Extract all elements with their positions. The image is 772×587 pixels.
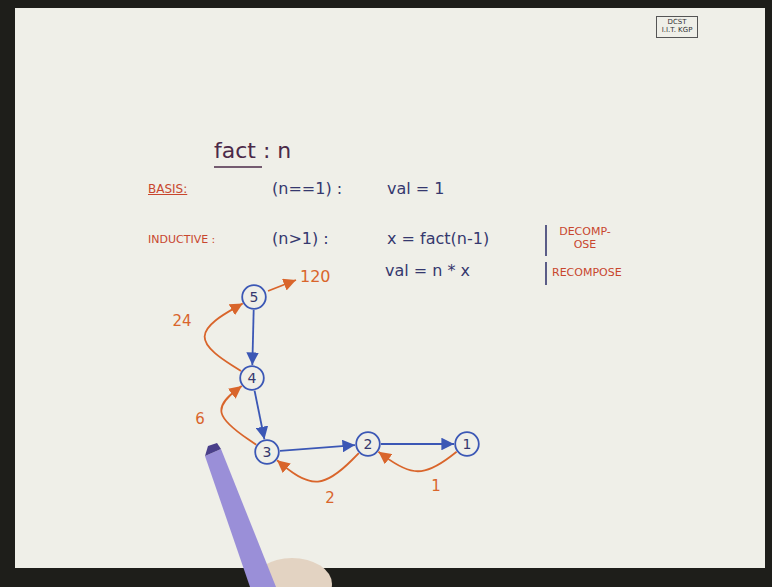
result-value: 120 [300,268,331,286]
step-note: RECOMPOSE [552,267,622,280]
call-arrow [280,445,355,451]
paper-sheet [15,8,765,568]
circle-outline [255,440,279,464]
section-heading: INDUCTIVE : [148,234,215,247]
logo-text: DCST I.I.T. KGP [660,19,694,34]
circle-outline [240,366,264,390]
call-number: 1 [463,436,472,452]
pointer-pen [205,449,276,587]
node-text-group: 2 [364,436,373,452]
title-underline [214,166,262,168]
divider-bar [545,225,547,256]
call-circle: 1 [454,431,480,457]
statement: x = fact(n-1) [387,230,489,248]
section-heading: BASIS: [148,183,187,197]
return-arrow [277,453,359,481]
circle-outline [356,432,380,456]
call-number: 4 [248,370,257,386]
circle-outline [242,285,266,309]
logo-box: DCST I.I.T. KGP [656,16,698,37]
return-arrow [378,452,456,472]
circle-outline [455,432,479,456]
call-circle: 3 [254,439,280,465]
result-arrow [268,280,296,291]
return-value: 1 [429,478,443,495]
statement: val = 1 [387,180,444,198]
call-number: 2 [364,436,373,452]
pen-tip [205,443,221,456]
condition: (n>1) : [272,230,329,248]
call-number: 3 [263,444,272,460]
call-arrow [252,310,253,365]
divider-bar [545,262,547,285]
node-text-group: 4 [248,370,257,386]
condition: (n==1) : [272,180,342,198]
call-circle: 2 [355,431,381,457]
call-circle: 5 [241,284,267,310]
title: fact : n [214,138,291,163]
node-text-group: 5 [250,289,259,305]
statement: val = n * x [385,262,470,280]
node-text-group: DCST I.I.T. KGP [660,19,694,34]
node-text-group: 1 [463,436,472,452]
return-arrow [205,303,243,371]
return-value: 6 [193,411,207,428]
return-value: 24 [170,313,193,330]
call-circle: 4 [239,365,265,391]
call-number: 5 [250,289,259,305]
return-value: 2 [323,490,337,507]
step-note: DECOMP- OSE [552,226,618,251]
call-arrow [381,443,454,445]
call-arrow [255,391,265,440]
node-text-group: 3 [263,444,272,460]
return-arrow [221,386,256,445]
